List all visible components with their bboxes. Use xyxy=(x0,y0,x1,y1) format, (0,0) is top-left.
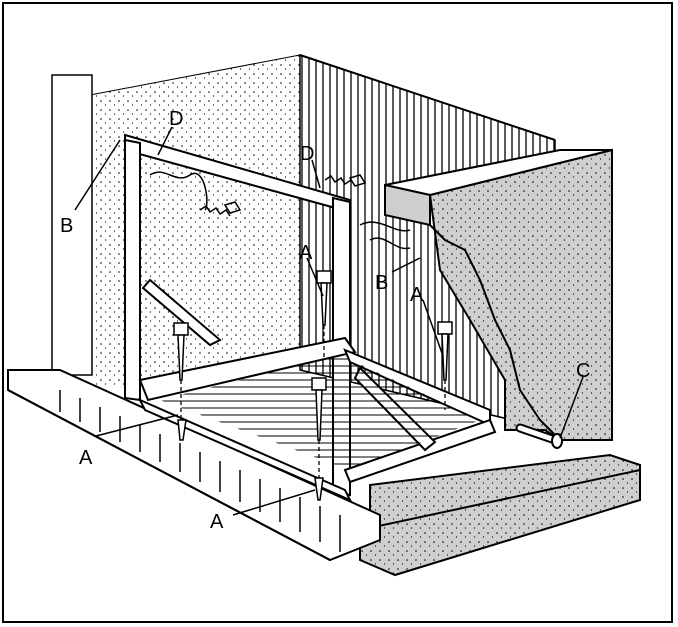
pipe xyxy=(515,423,563,449)
anchor-dashes xyxy=(180,325,446,478)
anchor-screws xyxy=(173,270,453,501)
concrete-wall xyxy=(384,148,613,441)
leader-lines xyxy=(74,126,584,516)
floor-slab xyxy=(359,453,641,577)
label-a-left: A xyxy=(79,447,93,469)
left-post xyxy=(51,74,93,376)
label-d-right: D xyxy=(300,143,314,165)
label-b-right: B xyxy=(375,272,388,294)
label-d-left: D xyxy=(169,108,183,130)
springs xyxy=(149,171,411,250)
label-c: C xyxy=(576,360,590,382)
label-a-right: A xyxy=(410,284,424,306)
back-wall xyxy=(89,54,301,390)
label-a-bottom: A xyxy=(210,511,224,533)
brick-ledge xyxy=(7,369,381,562)
label-b-left: B xyxy=(60,215,73,237)
label-a-top: A xyxy=(299,242,313,264)
